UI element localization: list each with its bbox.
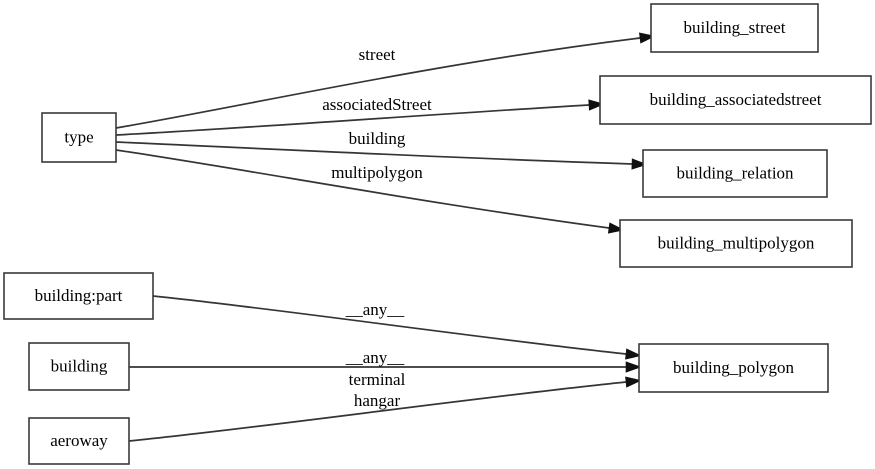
edge-label-type-associatedstreet: associatedStreet — [322, 95, 432, 114]
edge-aeroway-terminal-hangar — [128, 376, 642, 442]
edge-label-text: associatedStreet — [322, 95, 432, 114]
edge-building-any — [129, 361, 642, 373]
node-label: type — [64, 127, 93, 146]
edge-label-type-street: street — [359, 45, 396, 64]
node-building_associatedstreet[interactable]: building_associatedstreet — [599, 75, 872, 125]
node-box[interactable] — [642, 149, 828, 198]
edge-label-type-building: building — [349, 129, 406, 148]
node-label: building_street — [684, 18, 786, 37]
edge-label-text: multipolygon — [331, 163, 423, 182]
edge-label-text: __any__ — [345, 348, 405, 367]
node-label: building_multipolygon — [658, 233, 815, 252]
node-box[interactable] — [650, 3, 819, 53]
edge-type-associatedstreet — [115, 99, 605, 136]
node-box[interactable] — [41, 112, 117, 163]
node-box[interactable] — [619, 219, 853, 268]
node-building_street[interactable]: building_street — [650, 3, 819, 53]
node-box[interactable] — [599, 75, 872, 125]
edge-buildingpart-any — [152, 295, 642, 360]
edge-label-text: hangar — [354, 391, 401, 410]
edge-label-text: building — [349, 129, 406, 148]
edge-arrowhead — [588, 99, 605, 111]
edge-arrowhead — [625, 348, 642, 360]
edge-labels-layer: street associatedStreet building multipolyg… — [322, 45, 432, 410]
edge-arrowhead — [625, 376, 642, 388]
edge-line — [152, 295, 627, 355]
edge-label-type-multipolygon: multipolygon — [331, 163, 423, 182]
node-label: building:part — [35, 286, 123, 305]
edge-line — [128, 381, 627, 442]
node-building_multipolygon[interactable]: building_multipolygon — [619, 219, 853, 268]
edge-label-text: terminal — [349, 370, 406, 389]
nodes-layer: type building_street building_associatedst… — [3, 3, 872, 465]
edge-label-aeroway-terminal-hangar: terminal hangar — [349, 370, 406, 410]
edge-arrowhead — [625, 361, 642, 373]
node-building_part[interactable]: building:part — [3, 272, 154, 320]
node-aeroway[interactable]: aeroway — [28, 417, 130, 465]
node-type[interactable]: type — [41, 112, 117, 163]
node-box[interactable] — [638, 343, 829, 393]
node-building[interactable]: building — [28, 342, 130, 391]
node-box[interactable] — [3, 272, 154, 320]
edge-line — [115, 104, 590, 136]
node-label: building_polygon — [673, 358, 794, 377]
edges-layer — [115, 32, 656, 442]
node-label: building_relation — [676, 163, 794, 182]
node-building_relation[interactable]: building_relation — [642, 149, 828, 198]
node-box[interactable] — [28, 417, 130, 465]
edge-type-building — [115, 141, 648, 170]
node-label: aeroway — [50, 431, 108, 450]
edge-line — [115, 37, 641, 129]
edge-label-building-any: __any__ — [345, 348, 405, 367]
edge-label-text: __any__ — [345, 300, 405, 319]
edge-label-text: street — [359, 45, 396, 64]
node-label: building — [51, 356, 108, 375]
node-building_polygon[interactable]: building_polygon — [638, 343, 829, 393]
edge-label-buildingpart-any: __any__ — [345, 300, 405, 319]
edge-arrowhead — [631, 158, 648, 170]
edge-line — [115, 141, 633, 165]
edge-line — [115, 149, 610, 229]
node-label: building_associatedstreet — [650, 90, 822, 109]
node-box[interactable] — [28, 342, 130, 391]
